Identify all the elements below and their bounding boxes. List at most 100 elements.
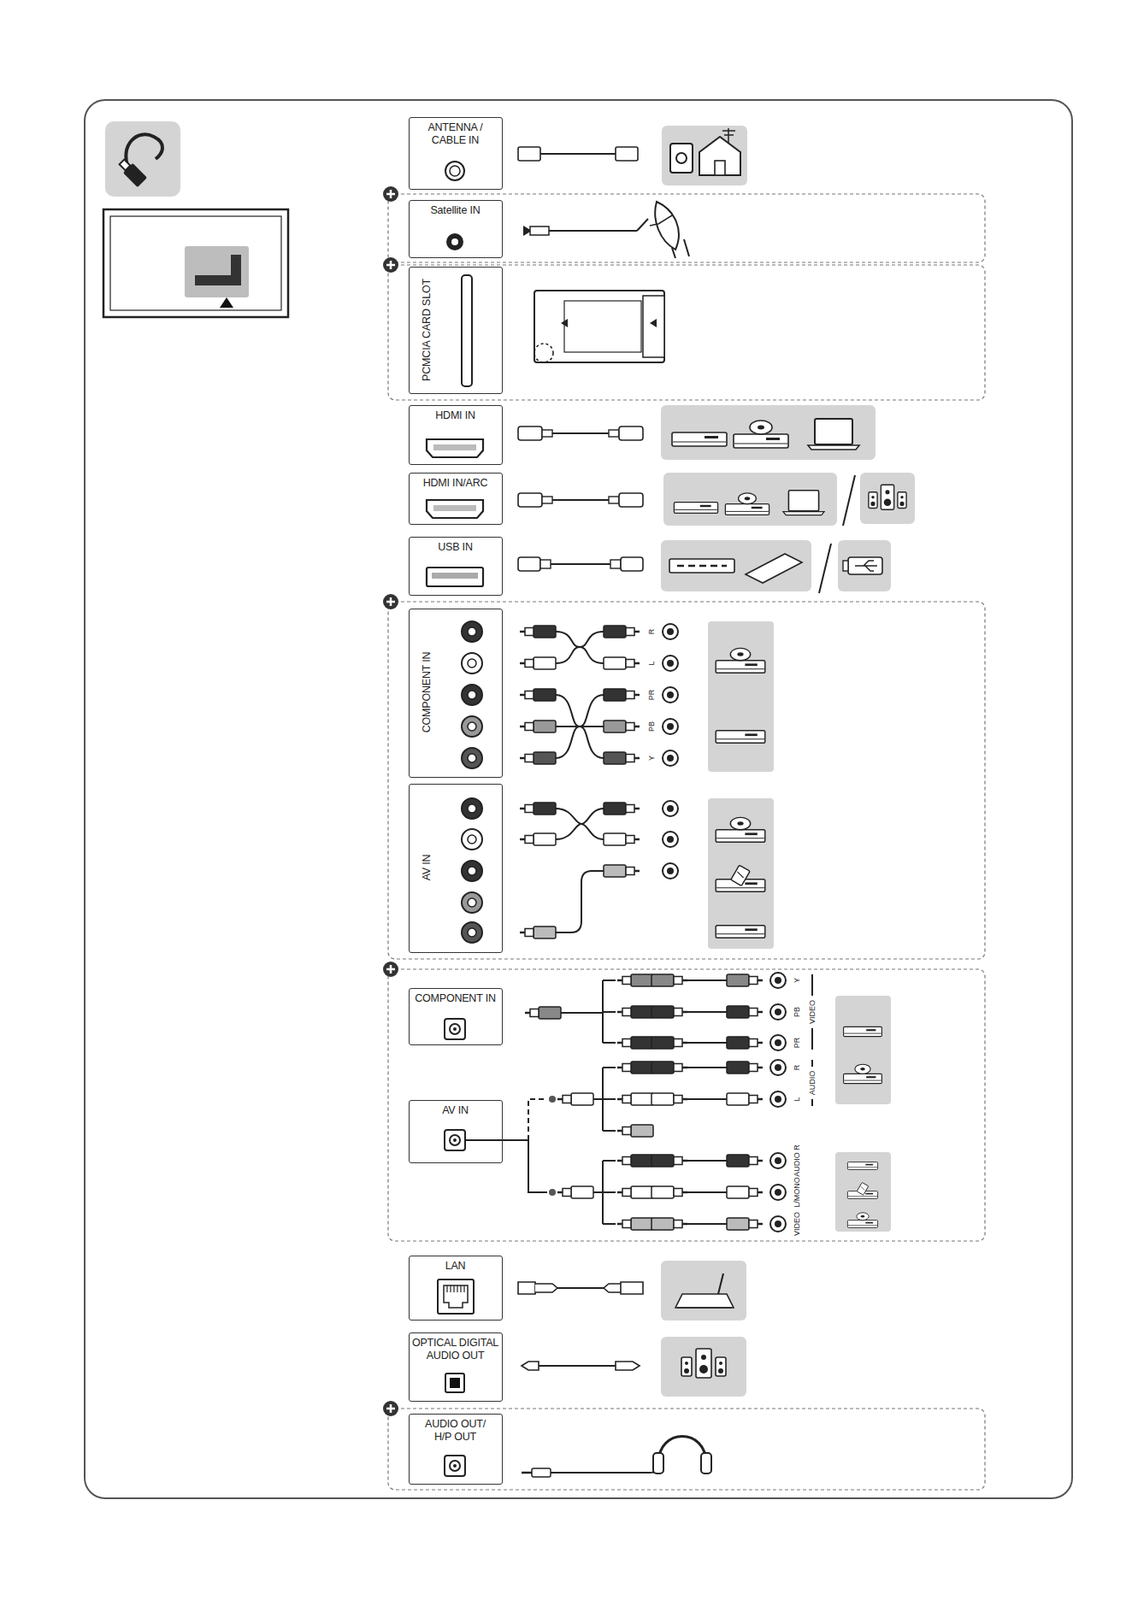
rca-plug — [617, 1155, 654, 1168]
port-jack — [461, 716, 483, 737]
rca-plug — [519, 657, 556, 670]
rca-jack — [662, 624, 679, 640]
jack-label: PR — [793, 1037, 802, 1050]
rca-jack — [770, 1216, 786, 1233]
port-box: AV IN — [408, 1100, 503, 1164]
rca-plug — [603, 802, 640, 815]
rca-plug — [726, 1093, 763, 1106]
port-box: HDMI IN/ARC — [408, 472, 503, 525]
rca-plug — [726, 1006, 763, 1019]
rca-jack — [662, 750, 679, 767]
port-jack — [467, 835, 477, 844]
jack-label: AUDIO R — [793, 1144, 802, 1178]
rca-plug — [519, 720, 556, 733]
cable — [602, 1130, 616, 1132]
port-jack — [461, 892, 483, 914]
port-box: PCMCIA CARD SLOT — [408, 266, 503, 395]
port-label: HDMI IN/ARC — [412, 477, 500, 490]
rca-jack — [770, 1185, 786, 1201]
rca-plug — [651, 1093, 688, 1106]
rca-plug — [651, 1061, 688, 1074]
rca-plug — [651, 1037, 688, 1050]
port-jack — [467, 627, 477, 637]
port-jack — [467, 754, 477, 763]
port-jack — [461, 860, 483, 882]
rca-plug — [617, 1006, 654, 1019]
rca-plug — [519, 689, 556, 702]
rca-cables — [461, 621, 786, 1233]
rca-plug — [603, 865, 640, 878]
jack-label: Y — [793, 978, 802, 984]
rca-plug — [726, 1218, 763, 1231]
rca-plug — [726, 1061, 763, 1074]
rca-plug — [557, 1093, 594, 1106]
rca-jack — [662, 687, 679, 703]
port-jack — [461, 922, 483, 944]
port-box: ANTENNA / CABLE IN — [408, 117, 503, 190]
rca-jack — [770, 1004, 786, 1020]
port-label: COMPONENT IN — [412, 992, 500, 1006]
rca-plug — [617, 1186, 654, 1199]
jack-label: L — [793, 1096, 802, 1102]
rca-plug — [519, 625, 556, 638]
port-box: AUDIO OUT/ H/P OUT — [408, 1414, 503, 1486]
rca-plug — [603, 657, 640, 670]
port-jack — [467, 898, 477, 908]
rca-jack — [770, 1060, 786, 1076]
rca-jack — [662, 831, 679, 848]
port-box: HDMI IN — [408, 405, 503, 466]
jack-label: AUDIO — [808, 1071, 817, 1097]
port-label: USB IN — [412, 541, 500, 555]
cable — [555, 647, 604, 664]
jack-label: VIDEO — [808, 1000, 817, 1025]
port-box: AV IN — [408, 784, 503, 954]
rca-plug — [519, 752, 556, 765]
rca-plug — [603, 720, 640, 733]
port-jack — [467, 804, 477, 814]
port-box: COMPONENT IN — [408, 988, 503, 1046]
cable — [555, 631, 604, 648]
jack-label: R — [648, 629, 656, 636]
rca-jack — [662, 655, 679, 672]
port-jack — [461, 798, 483, 820]
rca-plug — [617, 1037, 654, 1050]
port-label: OPTICAL DIGITAL AUDIO OUT — [411, 1337, 501, 1363]
port-label: HDMI IN — [412, 409, 500, 423]
rca-jack — [662, 863, 679, 879]
port-label: LAN — [412, 1260, 500, 1274]
port-label: PCMCIA CARD SLOT — [420, 278, 433, 382]
rca-plug — [519, 926, 556, 939]
port-box: Satellite IN — [408, 200, 503, 259]
port-label: AUDIO OUT/ H/P OUT — [419, 1418, 492, 1445]
cable — [555, 726, 604, 759]
cable — [555, 808, 604, 825]
port-jack — [461, 748, 483, 769]
rca-jack — [770, 1035, 786, 1051]
port-jack — [467, 659, 477, 668]
rca-plug — [651, 1006, 688, 1019]
rca-plug — [524, 1007, 561, 1020]
rca-jack — [770, 1153, 786, 1169]
rca-plug — [651, 974, 688, 987]
jack-label: L — [648, 660, 656, 666]
port-box: OPTICAL DIGITAL AUDIO OUT — [408, 1332, 503, 1403]
rca-plug — [726, 1186, 763, 1199]
port-label: AV IN — [412, 1104, 500, 1118]
port-jack — [461, 684, 483, 706]
port-box: USB IN — [408, 536, 503, 596]
rca-plug — [617, 1125, 654, 1138]
port-label: ANTENNA / CABLE IN — [419, 121, 492, 148]
rca-plug — [651, 1218, 688, 1231]
port-label: Satellite IN — [412, 204, 500, 218]
port-label: AV IN — [420, 854, 433, 882]
port-box: COMPONENT IN — [408, 608, 503, 779]
jack-label: VIDEO — [793, 1212, 802, 1237]
cable — [555, 824, 604, 840]
port-label: COMPONENT IN — [420, 652, 433, 734]
port-jack — [461, 621, 483, 643]
cable — [555, 871, 604, 933]
jack-label: PR — [648, 689, 656, 702]
jack-label: PB — [793, 1007, 802, 1018]
